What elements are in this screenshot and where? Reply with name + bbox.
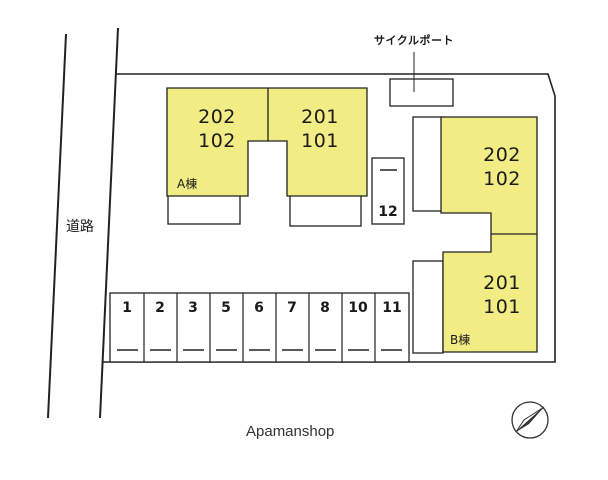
unit-number: 202 (198, 106, 236, 128)
parking-space-label: 11 (382, 300, 402, 316)
unit-number: 201 (301, 106, 339, 128)
cycle-port (389, 78, 454, 107)
balcony (412, 116, 444, 212)
building-a-label: A棟 (177, 177, 198, 191)
unit-number: 201 (483, 272, 521, 294)
building-a (166, 87, 368, 197)
watermark: Apamanshop (246, 423, 335, 440)
parking-space-12 (371, 157, 405, 225)
parking-space-label: 5 (221, 300, 231, 316)
balcony (167, 192, 241, 225)
unit-number: 202 (483, 144, 521, 166)
north-arrow-icon (511, 401, 549, 439)
parking-space-label: 12 (378, 204, 398, 220)
parking-space-label: 8 (320, 300, 330, 316)
road-label: 道路 (66, 219, 94, 235)
parking-space-label: 1 (122, 300, 132, 316)
parking-dividers (143, 293, 376, 362)
cycle-port-label: サイクルポート (374, 34, 454, 47)
unit-number: 102 (483, 168, 521, 190)
balcony (289, 194, 362, 227)
unit-number: 101 (483, 296, 521, 318)
unit-number: 102 (198, 130, 236, 152)
balcony (412, 260, 444, 354)
road-edge-line (47, 33, 67, 419)
unit-number: 101 (301, 130, 339, 152)
parking-space-label: 2 (155, 300, 165, 316)
building-b (440, 116, 538, 353)
road-edge-line (99, 27, 119, 419)
parking-space-label: 7 (287, 300, 297, 316)
building-b-label: B棟 (450, 333, 471, 347)
parking-space-label: 10 (348, 300, 368, 316)
parking-space-label: 6 (254, 300, 264, 316)
parking-space-label: 3 (188, 300, 198, 316)
